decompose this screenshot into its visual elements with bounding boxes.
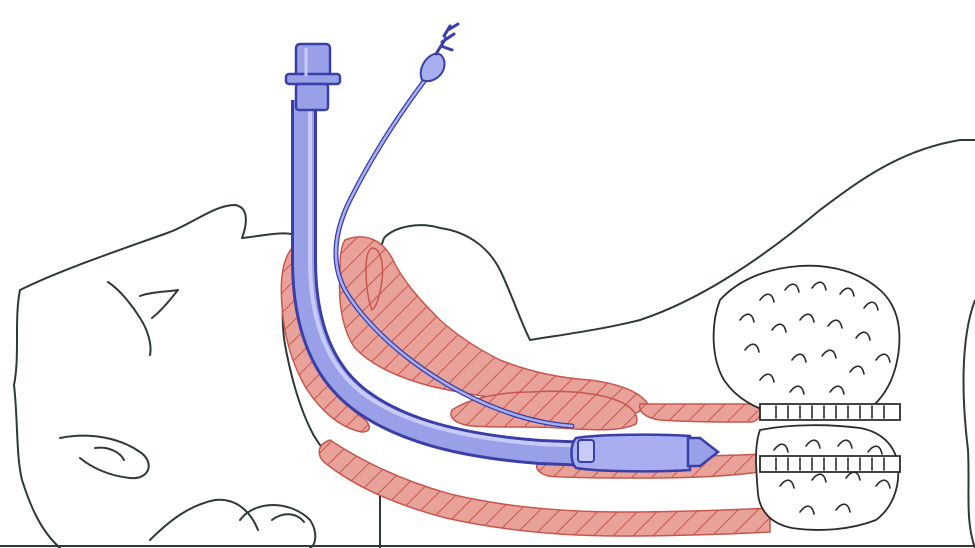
lungs <box>714 266 900 530</box>
trachea-upper-wall <box>640 404 761 422</box>
inflated-cuff-icon <box>572 435 691 472</box>
tongue <box>340 237 648 416</box>
lung-lower <box>756 425 898 530</box>
lung-upper <box>714 266 900 417</box>
